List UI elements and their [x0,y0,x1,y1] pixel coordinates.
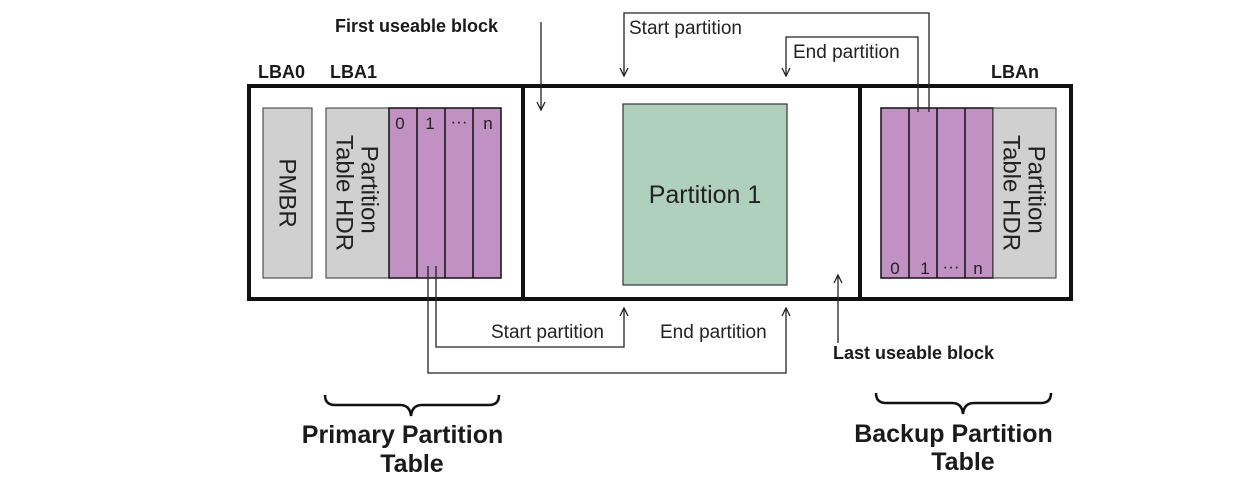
primary-end-partition-arrow [427,266,786,374]
primary-start-partition-arrow [435,266,624,348]
disk-frame [247,84,1073,301]
partition-1-block [622,103,788,286]
backup-end-partition-label: End partition [793,42,900,63]
primary-entry-ellipsis-label: ··· [451,112,468,131]
primary-partition-entries: 0 1 ··· n [388,107,502,279]
backup-table-header-block [992,107,1057,279]
primary-end-partition-label: End partition [660,322,767,343]
backup-end-partition-arrow [786,36,919,112]
lba0-label: LBA0 [258,62,305,82]
backup-entry-0-label: 0 [890,259,899,278]
backup-entry-1-label: 1 [920,259,929,278]
primary-table-brace [323,394,501,417]
backup-table-caption: Backup Partition Table [854,420,1060,476]
pmbr-block [262,107,313,279]
primary-table-header-label: Partition Table HDR [331,135,383,251]
lban-label: LBAn [991,62,1039,82]
backup-table-header-label: Partition Table HDR [998,135,1050,251]
backup-entry-ellipsis-label: ··· [943,257,960,276]
first-useable-block-label: First useable block [335,16,499,36]
partition-1-label: Partition 1 [649,181,762,209]
last-useable-block-label: Last useable block [833,343,995,363]
primary-entry-0-label: 0 [395,114,404,133]
backup-table-brace [874,392,1053,415]
primary-entry-n-label: n [483,114,492,133]
primary-table-caption: Primary Partition Table [302,421,510,478]
primary-start-partition-label: Start partition [491,322,604,343]
pmbr-label: PMBR [274,158,301,227]
primary-entry-1-label: 1 [425,114,434,133]
backup-entry-n-label: n [973,259,982,278]
backup-start-partition-arrow [624,12,930,112]
backup-start-partition-label: Start partition [629,18,742,39]
backup-partition-entries: 0 1 ··· n [880,107,994,279]
lba1-label: LBA1 [330,62,377,82]
